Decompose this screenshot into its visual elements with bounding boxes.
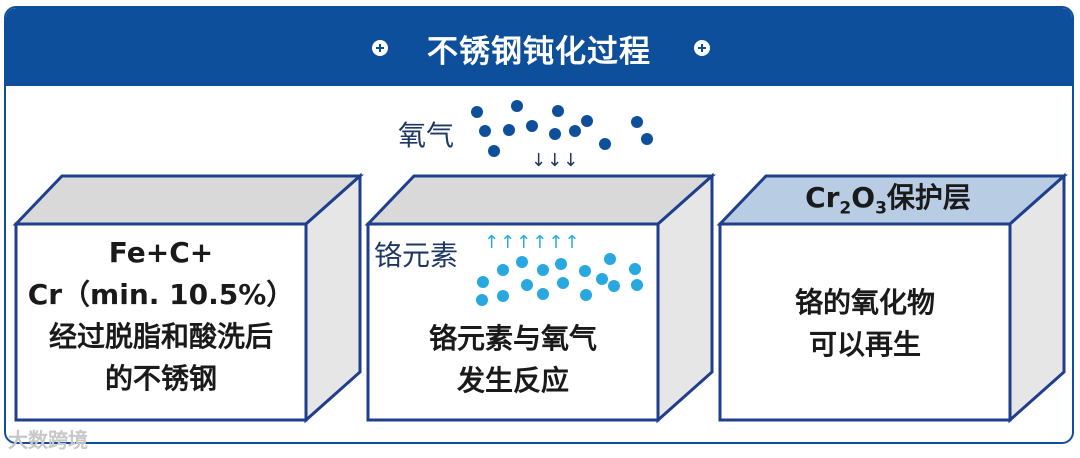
oxygen-dot xyxy=(569,125,581,137)
oxygen-label: 氧气 xyxy=(398,119,455,152)
box-reaction-line2: 发生反应 xyxy=(456,364,569,397)
chromium-dot xyxy=(608,280,620,292)
chromium-dot xyxy=(629,263,641,275)
chromium-dot xyxy=(604,253,616,265)
oxide-label-o: O xyxy=(851,181,876,214)
oxygen-dot xyxy=(549,128,561,140)
oxygen-down-arrows: ↓↓↓ xyxy=(531,150,580,171)
chromium-dot xyxy=(476,294,488,306)
chromium-dot xyxy=(537,264,549,276)
oxygen-dot xyxy=(471,106,483,118)
chromium-dots xyxy=(476,253,643,306)
oxygen-dots xyxy=(471,100,653,157)
box-steel-text: Fe+C+ Cr（min. 10.5%） 经过脱脂和酸洗后 的不锈钢 xyxy=(16,232,306,400)
oxygen-dot xyxy=(503,124,515,136)
box-steel-front xyxy=(14,222,308,422)
chromium-dot xyxy=(516,256,528,268)
box-oxide-line2: 可以再生 xyxy=(808,328,921,361)
oxide-layer-label: Cr2O3保护层 xyxy=(766,180,1010,227)
chromium-dot xyxy=(477,276,489,288)
oxygen-dot xyxy=(631,116,643,128)
box-reaction-line1: 铬元素与氧气 xyxy=(428,322,597,355)
chromium-dot xyxy=(555,258,567,270)
box-steel-line4: 的不锈钢 xyxy=(104,362,217,395)
oxide-label-sub2: 3 xyxy=(875,198,887,219)
diagram-title: 不锈钢钝化过程 xyxy=(427,34,651,70)
chromium-dot xyxy=(580,289,592,301)
box-steel-top xyxy=(12,174,364,226)
box-steel xyxy=(12,172,364,424)
oxygen-dot xyxy=(552,105,564,117)
oxygen-dot xyxy=(599,138,611,150)
chromium-dot xyxy=(497,290,509,302)
chromium-dot xyxy=(596,273,608,285)
chromium-dot xyxy=(537,288,549,300)
box-oxide-line1: 铬的氧化物 xyxy=(794,286,935,319)
oxygen-dot xyxy=(581,115,593,127)
box-reaction-text: 铬元素与氧气 发生反应 xyxy=(368,318,658,402)
oxygen-dot xyxy=(479,125,491,137)
oxygen-dot xyxy=(511,100,523,112)
chromium-dot xyxy=(631,279,643,291)
oxide-label-suffix: 保护层 xyxy=(886,181,971,214)
oxide-label-sub1: 2 xyxy=(839,198,852,219)
box-oxide xyxy=(716,172,1068,424)
box-oxide-text: 铬的氧化物 可以再生 xyxy=(720,282,1010,366)
title-bar: 不锈钢钝化过程 xyxy=(6,8,1072,86)
watermark: 大数跨境 xyxy=(8,428,88,452)
oxygen-dot xyxy=(641,133,653,145)
plus-icon xyxy=(372,40,388,56)
chromium-dot xyxy=(579,265,591,277)
box-steel-line3: 经过脱脂和酸洗后 xyxy=(48,320,273,353)
chromium-dot xyxy=(497,264,509,276)
box-oxide-front xyxy=(718,222,1012,422)
box-steel-line2: Cr（min. 10.5%） xyxy=(27,278,295,311)
box-steel-line1: Fe+C+ xyxy=(108,236,214,269)
oxygen-dot xyxy=(488,145,500,157)
plus-icon xyxy=(694,40,710,56)
chromium-label: 铬元素 xyxy=(374,239,459,272)
box-reaction-top xyxy=(364,174,716,226)
chromium-dot xyxy=(557,277,569,289)
chromium-up-arrows: ↑↑↑↑↑↑ xyxy=(484,232,581,253)
oxide-label-cr: Cr xyxy=(805,181,840,214)
chromium-dot xyxy=(521,279,533,291)
oxygen-dot xyxy=(526,120,538,132)
